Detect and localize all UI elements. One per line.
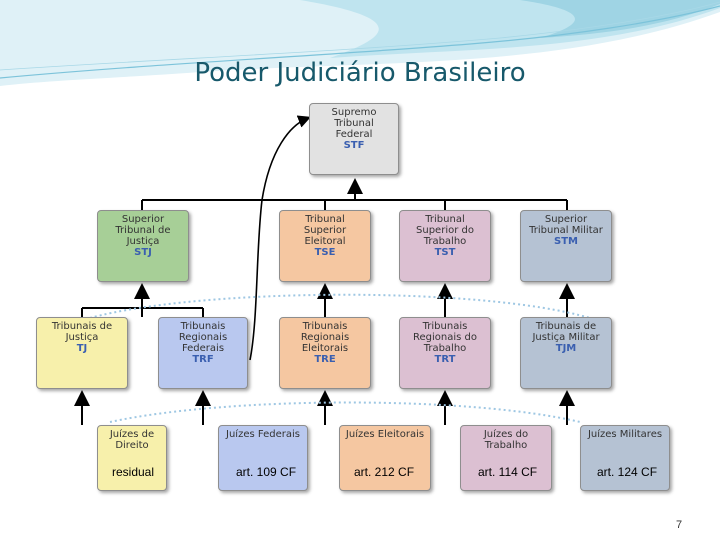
page-number: 7	[676, 519, 683, 531]
node-stm-abbr: STM	[554, 236, 578, 247]
node-juizes-federais: Juízes Federais	[218, 425, 308, 491]
node-stj-abbr: STJ	[134, 247, 152, 258]
node-tj-abbr: TJ	[76, 343, 88, 354]
node-stf: Supremo Tribunal Federal STF	[309, 103, 399, 175]
node-stj-name: Superior Tribunal de Justiça	[115, 214, 171, 247]
node-stf-abbr: STF	[343, 140, 365, 151]
node-stm: Superior Tribunal Militar STM	[520, 210, 612, 282]
label-art-114: art. 114 CF	[478, 465, 538, 479]
label-art-109: art. 109 CF	[236, 465, 297, 479]
node-trt: Tribunais Regionais do Trabalho TRT	[399, 317, 491, 389]
node-stj: Superior Tribunal de Justiça STJ	[97, 210, 189, 282]
node-juizes-direito: Juízes de Direito	[97, 425, 167, 491]
node-stm-name: Superior Tribunal Militar	[529, 214, 603, 236]
node-trt-abbr: TRT	[434, 354, 456, 365]
node-tj-name: Tribunais de Justiça	[51, 321, 113, 343]
node-juizes-militares: Juízes Militares	[580, 425, 670, 491]
node-trf: Tribunais Regionais Federais TRF	[158, 317, 248, 389]
node-tse-name: Tribunal Superior Eleitoral	[303, 214, 347, 247]
node-juizes-eleitorais: Juízes Eleitorais	[339, 425, 431, 491]
node-juizes-trabalho: Juízes do Trabalho	[460, 425, 552, 491]
node-tst-name: Tribunal Superior do Trabalho	[416, 214, 474, 247]
node-juizes-trabalho-name: Juízes do Trabalho	[483, 429, 529, 451]
label-art-124: art. 124 CF	[597, 465, 658, 479]
node-tre: Tribunais Regionais Eleitorais TRE	[279, 317, 371, 389]
node-tst-abbr: TST	[434, 247, 456, 258]
label-art-212: art. 212 CF	[354, 465, 415, 479]
node-tre-abbr: TRE	[314, 354, 336, 365]
node-tst: Tribunal Superior do Trabalho TST	[399, 210, 491, 282]
slide-title: Poder Judiciário Brasileiro	[194, 58, 526, 88]
node-trf-name: Tribunais Regionais Federais	[178, 321, 228, 354]
node-tse-abbr: TSE	[314, 247, 336, 258]
node-tre-name: Tribunais Regionais Eleitorais	[300, 321, 350, 354]
node-tj: Tribunais de Justiça TJ	[36, 317, 128, 389]
node-juizes-federais-name: Juízes Federais	[226, 429, 300, 440]
node-tjm: Tribunais de Justiça Militar TJM	[520, 317, 612, 389]
node-stf-name: Supremo Tribunal Federal	[331, 107, 377, 140]
node-juizes-militares-name: Juízes Militares	[587, 429, 663, 440]
node-tjm-name: Tribunais de Justiça Militar	[532, 321, 600, 343]
node-trf-abbr: TRF	[192, 354, 214, 365]
node-tjm-abbr: TJM	[555, 343, 577, 354]
node-juizes-direito-name: Juízes de Direito	[109, 429, 155, 451]
node-tse: Tribunal Superior Eleitoral TSE	[279, 210, 371, 282]
label-residual: residual	[112, 465, 155, 479]
node-juizes-eleitorais-name: Juízes Eleitorais	[345, 429, 425, 440]
header-wave-decoration	[0, 0, 720, 86]
node-trt-name: Tribunais Regionais do Trabalho	[413, 321, 477, 354]
